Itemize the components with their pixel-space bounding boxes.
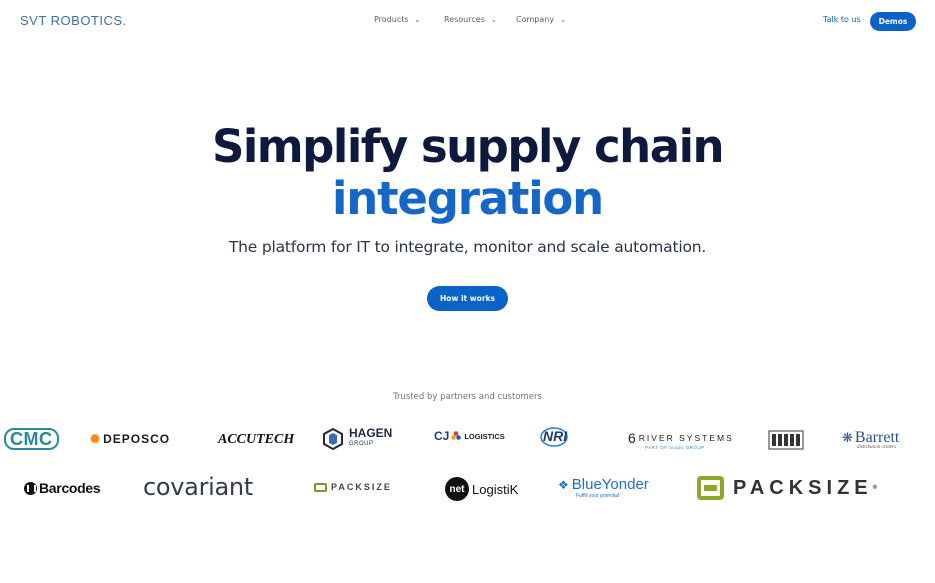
packsize-mark-icon [697,476,724,500]
nav-resources[interactable]: Resources ⌄ [444,15,497,24]
top-nav: SVT ROBOTICS. Products ⌄ Resources ⌄ Com… [0,0,935,44]
nav-products[interactable]: Products ⌄ [374,15,420,24]
hero-title-line1: Simplify supply chain [211,120,725,173]
svt-robotics-logo[interactable]: SVT ROBOTICS. [20,13,127,28]
logo-packsize-large-text: PACKSIZE [733,476,873,499]
logo-packsize-small-text: PACKSIZE [331,482,392,492]
logo-blue-yonder: ❖ BlueYonder Fulfill your potential [558,476,649,499]
cj-flower-icon [451,431,462,440]
logo-6river-text: RIVER SYSTEMS [638,433,734,443]
logo-barcodes: Barcodes [24,480,101,496]
logo-cmc: CMC [4,428,59,450]
logo-model-b [768,429,804,451]
how-it-works-button[interactable]: How it works [427,286,508,311]
packsize-mark-icon [314,482,327,492]
hagen-mark-icon [323,428,343,450]
logo-6-river-systems: 6 RIVER SYSTEMS PART OF ocado GROUP [628,430,734,450]
logo-by-text: BlueYonder [571,476,649,493]
logo-accutech-text: ACCUTECH [218,432,295,447]
nav-products-label: Products [374,15,409,24]
nav-company-label: Company [516,15,555,24]
logo-netlog-text: LogistiK [472,481,519,497]
logo-cj-text: LOGISTICS [464,431,505,441]
logo-deposco-text: DEPOSCO [103,432,171,446]
logo-nri: NRI [540,427,568,447]
logo-hagen-sub: GROUP [349,441,374,447]
logo-cmc-text: CMC [4,428,59,450]
logo-6river-mark: 6 [628,430,636,446]
logo-barcodes-text: Barcodes [39,480,101,496]
logo-hagen-text: HAGEN [349,426,393,440]
logo-covariant: covariant [143,473,253,501]
logo-barrett-sub: distribution centers [857,445,897,450]
logo-packsize-small: PACKSIZE [314,482,392,492]
talk-to-us-link[interactable]: Talk to us [823,15,861,24]
chevron-down-icon: ⌄ [560,15,566,24]
nri-swoosh-icon [540,427,568,447]
blue-yonder-mark-icon: ❖ [558,477,569,492]
chevron-down-icon: ⌄ [490,15,497,24]
barcodes-mark-icon [24,481,37,495]
chevron-down-icon: ⌄ [414,15,421,24]
logo-barrett: ❋ Barrett distribution centers [842,429,900,450]
logo-netlog-mark: net [445,477,469,501]
logo-packsize-large: PACKSIZE ® [697,476,877,500]
burst-icon: ✺ [90,432,102,446]
demos-button[interactable]: Demos [870,12,916,31]
partners-heading: Trusted by partners and customers [393,392,542,402]
logo-nri-text: NRI [543,428,568,444]
model-b-mark-icon [768,430,804,450]
logo-covariant-text: covariant [143,473,253,501]
hero-subtitle: The platform for IT to integrate, monito… [228,238,707,256]
logo-net-logistik: net LogistiK [445,477,518,501]
logo-deposco: ✺ DEPOSCO [90,432,170,446]
logo-by-sub: Fulfill your potential [576,493,620,499]
nav-resources-label: Resources [444,15,485,24]
logo-hagen: HAGEN GROUP [322,426,393,450]
registered-icon: ® [872,485,878,491]
compass-icon: ❋ [842,430,853,445]
logo-accutech: ACCUTECH [218,432,294,448]
logo-cj-logistics: CJ LOGISTICS [434,429,505,443]
hero-title-line2: integration [332,172,604,225]
logo-barrett-text: Barrett [854,429,900,446]
nav-company[interactable]: Company ⌄ [516,15,566,24]
logo-cj-mark: CJ [434,429,450,443]
logo-6river-sub: PART OF ocado GROUP [645,445,705,450]
